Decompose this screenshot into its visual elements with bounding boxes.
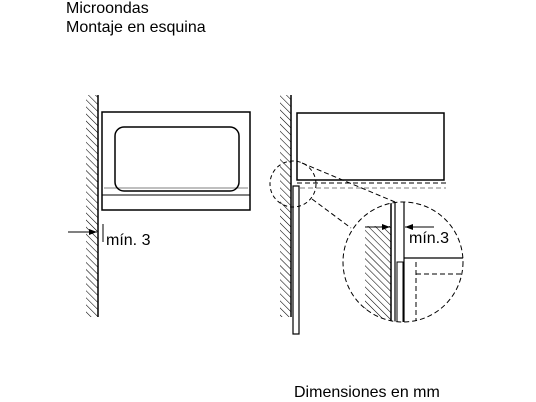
title-line-1: Microondas: [66, 0, 149, 17]
right-cabinet-panel: [292, 185, 300, 335]
title-line-2: Montaje en esquina: [66, 19, 206, 36]
left-microwave-body: [101, 111, 251, 211]
left-figure: [68, 95, 251, 317]
detail-view: [342, 201, 464, 323]
detail-leader-bottom: [311, 198, 352, 229]
right-figure: [269, 95, 446, 335]
left-min-dimension-label: mín. 3: [106, 232, 151, 249]
detail-min-dimension-label: mín.3: [409, 230, 450, 247]
left-wall-hatch: [86, 95, 98, 317]
detail-leader-top: [301, 162, 396, 203]
detail-wall-hatch: [365, 226, 391, 322]
right-microwave-body: [296, 112, 445, 181]
right-detail-marker: [269, 160, 317, 208]
left-microwave-window: [114, 126, 240, 192]
units-note: Dimensiones en mm: [294, 384, 440, 401]
detail-microwave-side: [396, 261, 404, 322]
